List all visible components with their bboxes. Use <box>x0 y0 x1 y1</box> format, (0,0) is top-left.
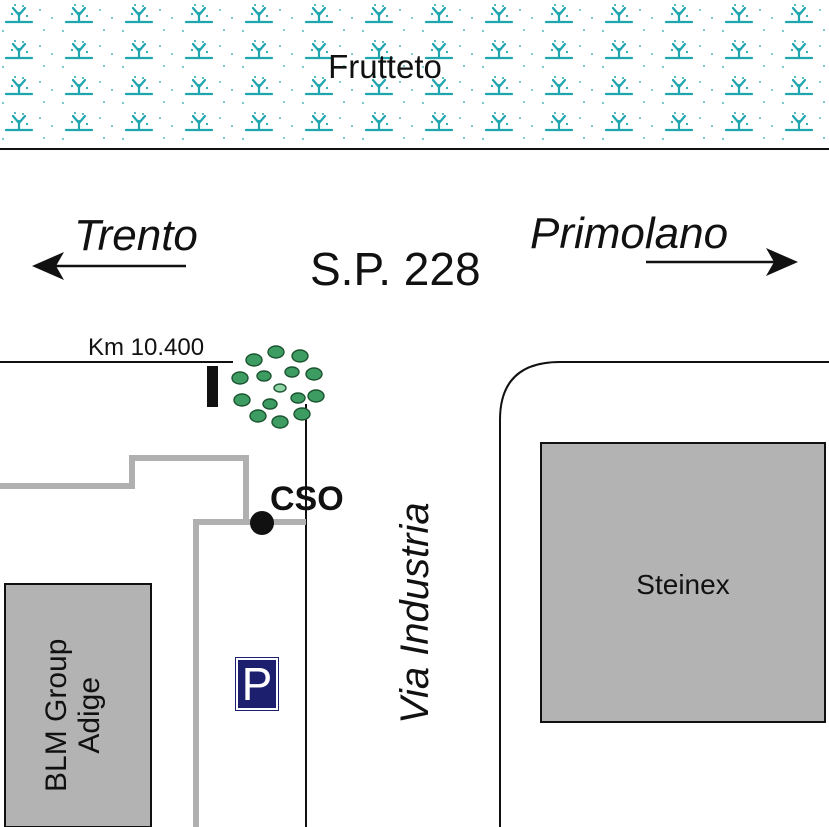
cso-label: CSO <box>270 480 344 518</box>
arrow-left-icon <box>32 252 186 280</box>
km-marker-label: Km 10.400 <box>88 334 205 361</box>
building-left <box>4 583 152 827</box>
parking-sign-letter: P <box>241 658 273 710</box>
building-left-label-line2: Adige <box>73 676 106 754</box>
building-right <box>540 442 826 723</box>
road-label: S.P. 228 <box>310 243 481 295</box>
orchard-area <box>0 0 829 148</box>
road-edges <box>0 361 829 827</box>
tree-icon <box>231 345 325 429</box>
building-left-label: BLM Group Adige <box>40 639 106 792</box>
km-marker-post <box>207 366 218 407</box>
destination-right-label: Primolano <box>530 209 729 258</box>
arrow-right-icon <box>646 248 798 276</box>
parking-icon: P <box>235 657 279 711</box>
building-left-label-line1: BLM Group <box>40 638 73 792</box>
orchard-label: Frutteto <box>328 48 442 85</box>
side-street-label: Via Industria <box>393 502 437 724</box>
cso-location-dot <box>250 511 274 535</box>
destination-left-label: Trento <box>74 211 198 260</box>
building-right-label: Steinex <box>636 569 730 600</box>
